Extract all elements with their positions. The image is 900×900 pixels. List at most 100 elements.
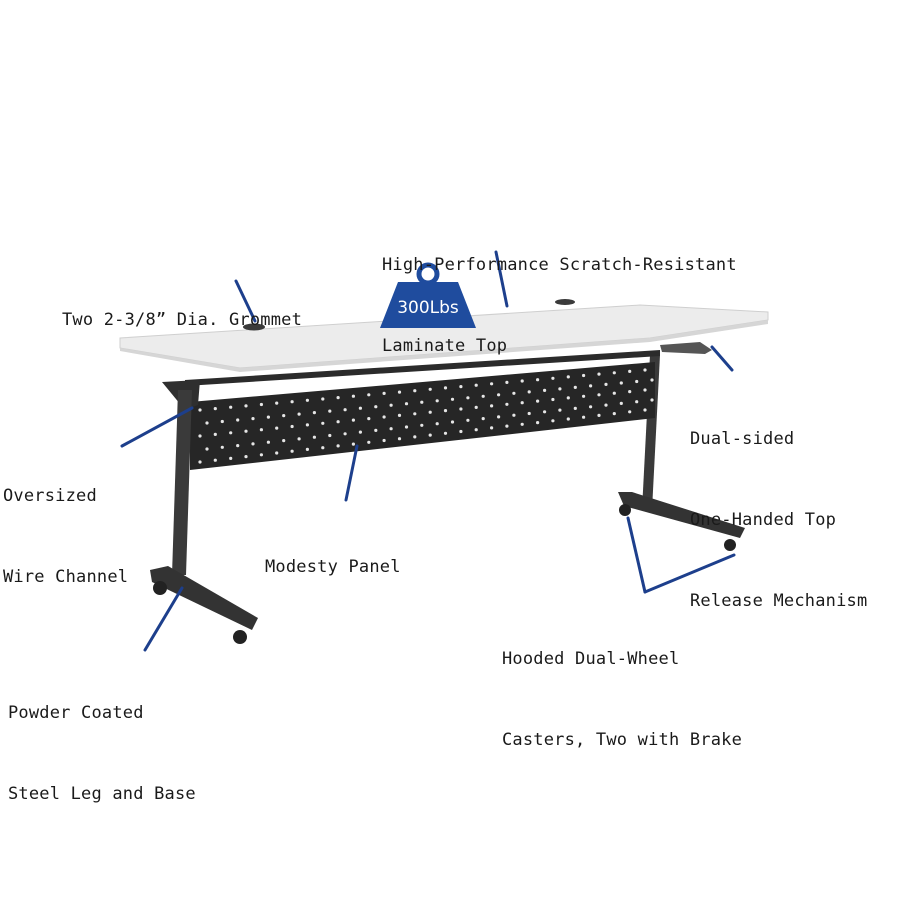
perforation-dot (520, 379, 524, 383)
label-line: One-Handed Top (690, 510, 837, 530)
leader-leg (143, 586, 184, 652)
perforation-dot (251, 442, 255, 446)
perforation-dot (466, 418, 470, 422)
perforation-dot (290, 424, 294, 429)
perforation-dot (459, 429, 463, 434)
perforation-dot (413, 389, 417, 393)
frame-rail (185, 350, 660, 386)
perforation-dot (582, 394, 586, 398)
label-line: Oversized (3, 486, 97, 506)
perforation-dot (628, 410, 632, 414)
perforation-dot (297, 437, 301, 441)
perforation-dot (650, 398, 654, 402)
perforation-dot (459, 407, 463, 411)
perforation-dot (505, 380, 509, 384)
perforation-dot (635, 400, 639, 404)
perforation-dot (244, 404, 248, 408)
perforation-dot (213, 407, 217, 411)
perforation-dot (543, 410, 547, 414)
perforation-dot (389, 403, 393, 407)
perforation-dot (251, 417, 255, 421)
right-base (618, 492, 745, 538)
perforation-dot (490, 382, 494, 386)
right-leg (642, 355, 660, 510)
perforation-dot (512, 413, 516, 417)
perforation-dot (205, 421, 209, 425)
perforation-dot (367, 393, 371, 397)
perforation-dot (213, 432, 217, 436)
perforation-dot (589, 384, 593, 388)
perforation-dot (566, 375, 570, 379)
perforation-dot (536, 399, 540, 403)
perforation-dot (336, 396, 340, 400)
perforation-dot (244, 455, 248, 459)
perforation-dot (551, 419, 555, 423)
perforation-dot (450, 420, 455, 424)
perforation-dot (505, 424, 509, 428)
perforation-dot (367, 417, 371, 421)
label-leg-base: Powder Coated Steel Leg and Base (8, 646, 196, 862)
weight-badge: 300Lbs (380, 262, 476, 328)
perforation-dot (213, 458, 217, 462)
perforation-dot (259, 453, 263, 457)
left-leg (172, 390, 192, 575)
perforation-dot (305, 447, 309, 451)
perforation-dot (619, 381, 623, 385)
perforation-dot (236, 444, 240, 448)
release-lever (660, 342, 712, 354)
label-line: Two 2-3/8” Dia. Grommet (62, 310, 303, 330)
caster (233, 630, 247, 644)
perforation-dot (490, 404, 494, 408)
label-line: Casters, Two with Brake (502, 730, 743, 750)
leader-modesty (344, 444, 359, 502)
grommet (555, 299, 575, 305)
caster (619, 504, 631, 516)
perforation-dot (520, 422, 524, 426)
perforation-dot (558, 387, 562, 391)
perforation-dot (443, 386, 448, 390)
perforation-dot (527, 390, 531, 394)
perforation-dot (505, 402, 509, 406)
perforation-dot (404, 402, 409, 406)
perforation-dot (612, 391, 616, 395)
perforation-dot (573, 385, 577, 389)
perforation-dot (397, 437, 402, 441)
perforation-dot (374, 428, 378, 432)
label-line: Dual-sided (690, 429, 795, 449)
leader-grommet (234, 279, 257, 323)
leader-laminate (494, 250, 509, 308)
perforation-dot (643, 408, 647, 412)
perforation-dot (229, 405, 233, 409)
perforation-dot (573, 406, 577, 410)
perforation-dot (582, 373, 586, 378)
perforation-dot (198, 460, 202, 464)
perforation-dot (351, 418, 355, 422)
perforation-dot (336, 444, 340, 448)
perforation-dot (297, 412, 301, 416)
weight-badge-text: 300Lbs (397, 298, 459, 318)
perforation-dot (205, 447, 209, 451)
label-line: Laminate Top (382, 336, 508, 356)
perforation-dot (443, 431, 448, 435)
perforation-dot (497, 393, 501, 397)
perforation-dot (566, 396, 570, 400)
perforation-dot (275, 426, 279, 430)
perforation-dot (397, 413, 402, 417)
panel-perforations (198, 368, 654, 464)
perforation-dot (558, 408, 562, 412)
perforation-dot (428, 433, 432, 437)
perforation-dot (305, 423, 309, 427)
perforation-dot (520, 401, 524, 405)
perforation-dot (244, 429, 248, 433)
perforation-dot (566, 417, 570, 421)
label-laminate-top: High-Performance Scratch-Resistant Lamin… (382, 198, 737, 414)
label-grommet: Two 2-3/8” Dia. Grommet (62, 253, 302, 388)
label-line: Hooded Dual-Wheel (502, 649, 680, 669)
perforation-dot (635, 379, 639, 384)
perforation-dot (259, 402, 263, 407)
perforation-dot (551, 376, 555, 380)
perforation-dot (628, 369, 632, 373)
perforation-dot (420, 423, 424, 427)
leader-wire (120, 406, 194, 448)
